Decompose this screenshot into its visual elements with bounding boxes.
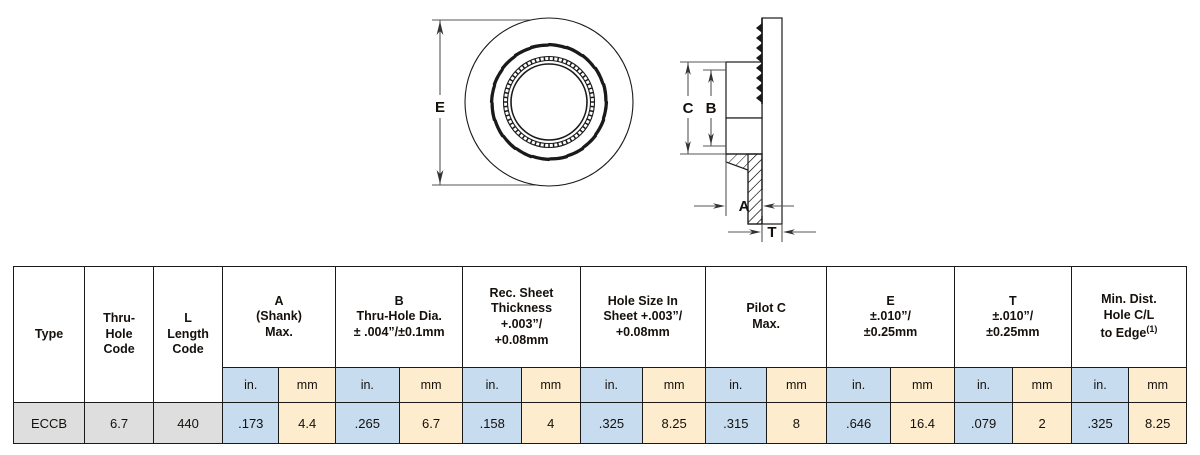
- dimension-label-e: E: [435, 99, 445, 116]
- header-t: T ±.010”/ ±0.25mm: [953, 266, 1072, 368]
- cell-b-in: .265: [334, 402, 400, 444]
- header-min-dist-hole-cl-to-edge: Min. Dist. Hole C/L to Edge(1): [1070, 266, 1188, 368]
- dimension-label-a: A: [739, 198, 750, 215]
- table-header-group-row: Type Thru- Hole Code L Length Code A (Sh…: [12, 266, 1188, 403]
- header-l-length-code: L Length Code: [153, 266, 224, 403]
- cell-pilot-c-in: .315: [704, 402, 767, 444]
- cell-e-in: .646: [826, 402, 891, 444]
- cell-min-dist-in: .325: [1070, 402, 1130, 444]
- unit-header-b-mm: mm: [398, 367, 464, 403]
- unit-header-rec-sheet-mm: mm: [521, 367, 581, 403]
- unit-header-pilot-c-in: in.: [704, 367, 767, 403]
- cell-a-in: .173: [222, 402, 280, 444]
- header-e: E ±.010”/ ±0.25mm: [826, 266, 955, 368]
- unit-header-hole-size-mm: mm: [642, 367, 706, 403]
- min-dist-label: to Edge: [1100, 325, 1147, 340]
- cell-hole-size-in: .325: [579, 402, 644, 444]
- header-type: Type: [12, 266, 86, 403]
- cell-l-length-code: 440: [153, 402, 224, 444]
- cell-rec-sheet-in: .158: [462, 402, 522, 444]
- unit-header-t-mm: mm: [1012, 367, 1072, 403]
- header-a-shank-max: A (Shank) Max.: [222, 266, 336, 368]
- cell-t-in: .079: [953, 402, 1014, 444]
- dimension-label-b: B: [706, 100, 717, 117]
- side-section-view: C B A T: [680, 17, 816, 242]
- technical-drawing: E: [432, 17, 816, 242]
- specification-table: Type Thru- Hole Code L Length Code A (Sh…: [12, 266, 1188, 444]
- cell-type: ECCB: [12, 402, 86, 444]
- header-b-thru-hole-dia: B Thru-Hole Dia. ± .004”/±0.1mm: [334, 266, 464, 368]
- dimension-label-t: T: [767, 224, 776, 241]
- cell-thru-hole-code: 6.7: [84, 402, 155, 444]
- cell-hole-size-mm: 8.25: [642, 402, 706, 444]
- header-pilot-c-max: Pilot C Max.: [704, 266, 828, 368]
- cell-b-mm: 6.7: [398, 402, 464, 444]
- dimension-label-c: C: [683, 100, 694, 117]
- unit-header-b-in: in.: [334, 367, 400, 403]
- unit-header-pilot-c-mm: mm: [765, 367, 828, 403]
- cell-a-mm: 4.4: [278, 402, 336, 444]
- header-thru-hole-code: Thru- Hole Code: [84, 266, 155, 403]
- cell-t-mm: 2: [1012, 402, 1072, 444]
- unit-header-e-mm: mm: [890, 367, 955, 403]
- footnote-marker: (1): [1146, 323, 1158, 334]
- unit-header-e-in: in.: [826, 367, 891, 403]
- unit-header-rec-sheet-in: in.: [462, 367, 522, 403]
- unit-header-min-dist-in: in.: [1070, 367, 1130, 403]
- cell-e-mm: 16.4: [890, 402, 955, 444]
- unit-header-hole-size-in: in.: [579, 367, 644, 403]
- table-header-unit-row: in. mm in. mm in. mm in. mm in. mm in. m…: [14, 367, 1187, 403]
- cell-min-dist-mm: 8.25: [1128, 402, 1187, 444]
- unit-header-a-in: in.: [222, 367, 280, 403]
- unit-header-t-in: in.: [953, 367, 1014, 403]
- header-hole-size-in-sheet: Hole Size In Sheet +.003”/ +0.08mm: [579, 266, 706, 368]
- cell-pilot-c-mm: 8: [765, 402, 828, 444]
- unit-header-min-dist-mm: mm: [1128, 367, 1187, 403]
- specification-table-container: Type Thru- Hole Code L Length Code A (Sh…: [12, 266, 1188, 444]
- cell-rec-sheet-mm: 4: [521, 402, 581, 444]
- table-row[interactable]: ECCB 6.7 440 .173 4.4 .265 6.7 .158 4 .3…: [12, 402, 1187, 444]
- front-view-swirl-standoff: E: [432, 17, 634, 187]
- header-rec-sheet-thickness: Rec. Sheet Thickness +.003”/ +0.08mm: [462, 266, 581, 368]
- unit-header-a-mm: mm: [278, 367, 336, 403]
